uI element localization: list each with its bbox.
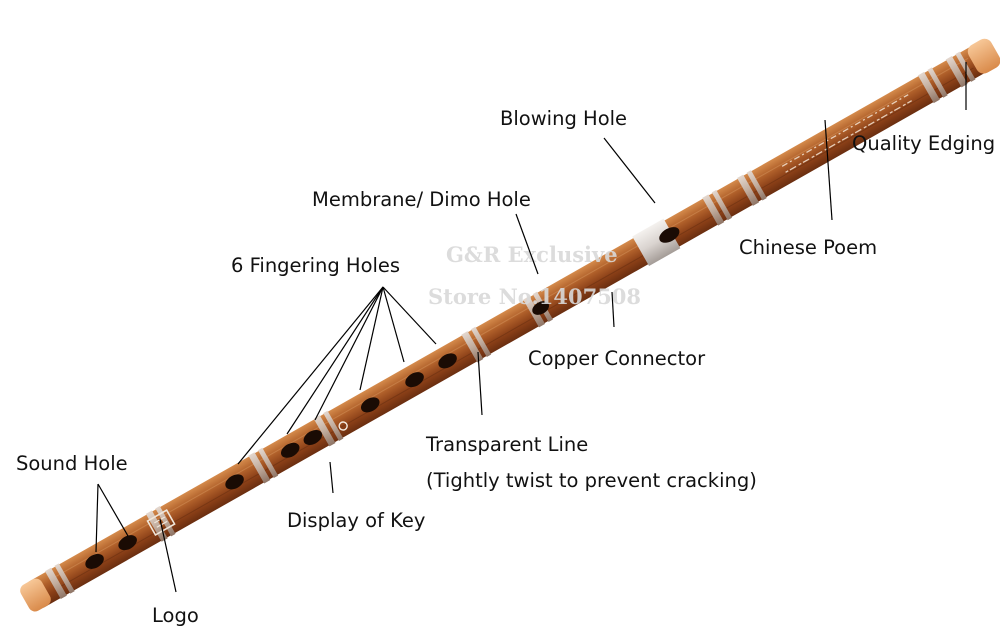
label-transparent-line: Transparent Line bbox=[425, 433, 588, 456]
label-membrane-hole: Membrane/ Dimo Hole bbox=[312, 188, 531, 211]
watermark-line2: Store No.1407508 bbox=[428, 284, 641, 309]
label-quality-edging: Quality Edging bbox=[852, 132, 995, 155]
chinese-poem-engraving bbox=[781, 94, 912, 173]
quality-edging-cap bbox=[967, 38, 1000, 74]
label-chinese-poem: Chinese Poem bbox=[739, 236, 877, 259]
label-logo: Logo bbox=[152, 604, 199, 627]
leader-lines bbox=[95, 62, 967, 593]
fingering-holes bbox=[225, 353, 457, 490]
key-display-mark bbox=[338, 421, 348, 431]
sound-hole bbox=[118, 535, 137, 551]
watermark-line1: G&R Exclusive bbox=[446, 242, 618, 267]
logo-stamp bbox=[146, 509, 176, 537]
end-cap-left bbox=[20, 578, 51, 612]
label-display-of-key: Display of Key bbox=[287, 509, 425, 532]
sound-hole bbox=[85, 553, 104, 569]
label-sound-hole: Sound Hole bbox=[16, 452, 128, 475]
label-transparent-line-note: (Tightly twist to prevent cracking) bbox=[426, 469, 757, 492]
label-blowing-hole: Blowing Hole bbox=[500, 107, 627, 130]
label-fingering-holes: 6 Fingering Holes bbox=[231, 254, 400, 277]
membrane-hole bbox=[532, 301, 550, 315]
flute bbox=[20, 38, 1000, 612]
blowing-hole bbox=[659, 227, 680, 243]
label-copper-connector: Copper Connector bbox=[528, 347, 706, 370]
